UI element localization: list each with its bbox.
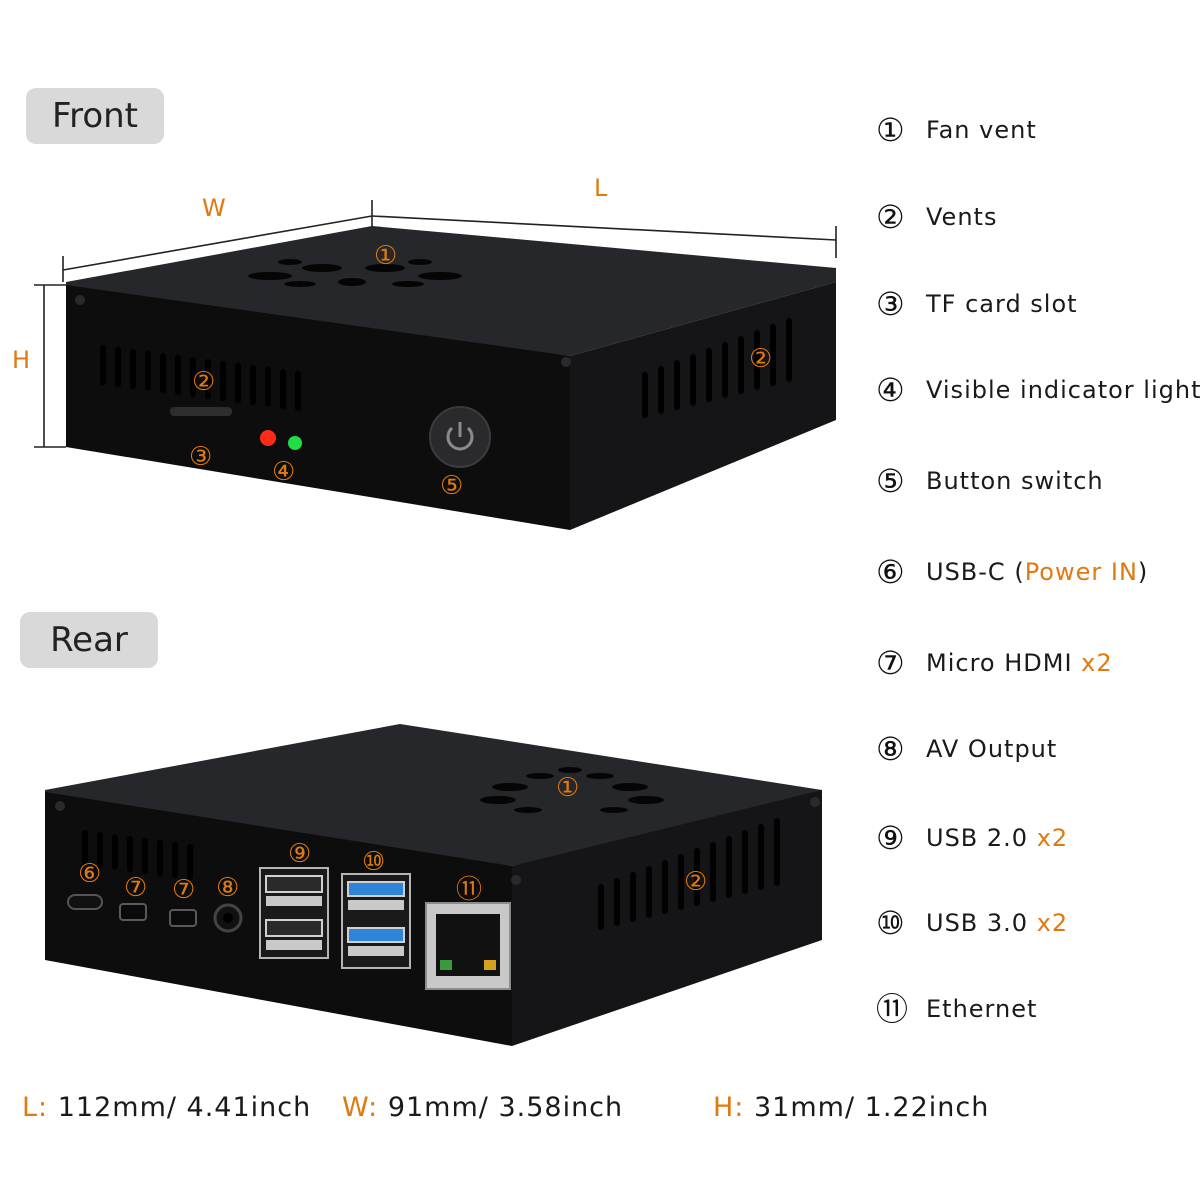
legend-number: ⑥ xyxy=(876,553,906,591)
callout-vents-side: ② xyxy=(749,344,772,374)
rear-product-image: ① ② ⑥ ⑦ ⑦ ⑧ ⑨ ⑩ ⑪ xyxy=(45,724,822,1046)
height-spec: H: 31mm/ 1.22inch xyxy=(713,1092,989,1123)
green-indicator-led xyxy=(288,436,302,450)
legend-label: USB-C (Power IN) xyxy=(926,558,1149,586)
width-spec: W: 91mm/ 3.58inch xyxy=(342,1092,623,1123)
callout-micro-hdmi-2: ⑦ xyxy=(172,875,195,905)
legend-label: USB 2.0 x2 xyxy=(926,824,1069,852)
front-vents xyxy=(100,345,301,411)
case-top xyxy=(66,226,836,356)
ethernet-port xyxy=(425,902,511,990)
legend-number: ① xyxy=(876,111,906,149)
legend-number: ② xyxy=(876,198,906,236)
legend-number: ⑤ xyxy=(876,462,906,500)
legend-accent: x2 xyxy=(1036,909,1069,937)
height-spec-key: H: xyxy=(713,1092,745,1123)
usb3-ports xyxy=(341,873,411,969)
legend-number: ⑩ xyxy=(876,904,906,942)
legend-item-micro-hdmi: ⑦ Micro HDMI x2 xyxy=(876,647,1113,679)
legend-item-tf-card-slot: ③ TF card slot xyxy=(876,288,1078,320)
legend-label: AV Output xyxy=(926,735,1058,763)
fan-vent-icon xyxy=(480,767,664,813)
legend-item-usb3: ⑩ USB 3.0 x2 xyxy=(876,907,1068,939)
legend-item-vents: ② Vents xyxy=(876,201,997,233)
height-dimension-letter: H xyxy=(12,346,31,374)
legend-number: ④ xyxy=(876,371,906,409)
legend-number: ⑦ xyxy=(876,644,906,682)
length-spec-value: 112mm/ 4.41inch xyxy=(57,1092,312,1123)
callout-fan-vent: ① xyxy=(556,773,579,803)
callout-usb2: ⑨ xyxy=(288,839,311,869)
legend-label: Button switch xyxy=(926,467,1104,495)
width-dimension-letter: W xyxy=(202,194,226,222)
rear-vents xyxy=(82,830,193,880)
front-view-tag: Front xyxy=(26,88,164,144)
dimension-lines xyxy=(34,200,837,448)
power-icon xyxy=(446,422,474,451)
legend-accent: x2 xyxy=(1081,649,1113,677)
front-product-image: ① ② ② ③ ④ ⑤ xyxy=(34,200,837,530)
legend-label: Fan vent xyxy=(926,116,1037,144)
height-spec-value: 31mm/ 1.22inch xyxy=(754,1092,990,1123)
usb2-ports xyxy=(259,867,329,959)
callout-tf-card-slot: ③ xyxy=(189,442,212,472)
callout-av-output: ⑧ xyxy=(216,873,239,903)
callout-vents: ② xyxy=(684,867,707,897)
width-spec-value: 91mm/ 3.58inch xyxy=(387,1092,624,1123)
legend-item-ethernet: ⑪ Ethernet xyxy=(876,993,1037,1025)
length-dimension-letter: L xyxy=(594,174,608,202)
callout-fan-vent: ① xyxy=(374,241,397,271)
legend-item-av-output: ⑧ AV Output xyxy=(876,733,1057,765)
legend-label: Micro HDMI x2 xyxy=(926,649,1113,677)
fan-vent-icon xyxy=(248,259,462,287)
tf-card-slot xyxy=(170,407,232,416)
rear-view-tag: Rear xyxy=(20,612,158,668)
length-spec: L: 112mm/ 4.41inch xyxy=(22,1092,311,1123)
legend-label: TF card slot xyxy=(926,290,1078,318)
width-spec-key: W: xyxy=(342,1092,379,1123)
legend-item-fan-vent: ① Fan vent xyxy=(876,114,1037,146)
legend-item-indicator-light: ④ Visible indicator light xyxy=(876,374,1200,406)
legend-number: ⑪ xyxy=(876,990,910,1028)
callout-usb-c: ⑥ xyxy=(78,859,101,889)
legend-item-usb2: ⑨ USB 2.0 x2 xyxy=(876,822,1068,854)
legend-number: ⑧ xyxy=(876,730,906,768)
legend-item-button-switch: ⑤ Button switch xyxy=(876,465,1104,497)
legend-label: Vents xyxy=(926,203,998,231)
callout-micro-hdmi-1: ⑦ xyxy=(124,873,147,903)
legend-number: ⑨ xyxy=(876,819,906,857)
case-front-face xyxy=(66,285,570,530)
legend-accent: x2 xyxy=(1036,824,1069,852)
side-vents xyxy=(642,318,792,418)
callout-ethernet: ⑪ xyxy=(456,875,482,905)
legend-item-usb-c: ⑥ USB-C (Power IN) xyxy=(876,556,1148,588)
callout-button-switch: ⑤ xyxy=(440,471,463,501)
red-indicator-led xyxy=(260,430,276,446)
micro-hdmi-port-1 xyxy=(119,903,147,921)
legend-accent: Power IN xyxy=(1024,558,1138,586)
power-button xyxy=(429,406,491,468)
side-vents xyxy=(598,818,780,930)
legend-label: USB 3.0 x2 xyxy=(926,909,1069,937)
callout-indicator-light: ④ xyxy=(272,457,295,487)
usb-c-port xyxy=(67,894,103,910)
legend-label: Ethernet xyxy=(926,995,1038,1023)
callout-usb3: ⑩ xyxy=(362,847,385,877)
legend-label: Visible indicator light xyxy=(926,376,1200,404)
length-spec-key: L: xyxy=(22,1092,49,1123)
case-side-face xyxy=(570,282,836,530)
micro-hdmi-port-2 xyxy=(169,909,197,927)
callout-vents-front: ② xyxy=(192,367,215,397)
legend-number: ③ xyxy=(876,285,906,323)
